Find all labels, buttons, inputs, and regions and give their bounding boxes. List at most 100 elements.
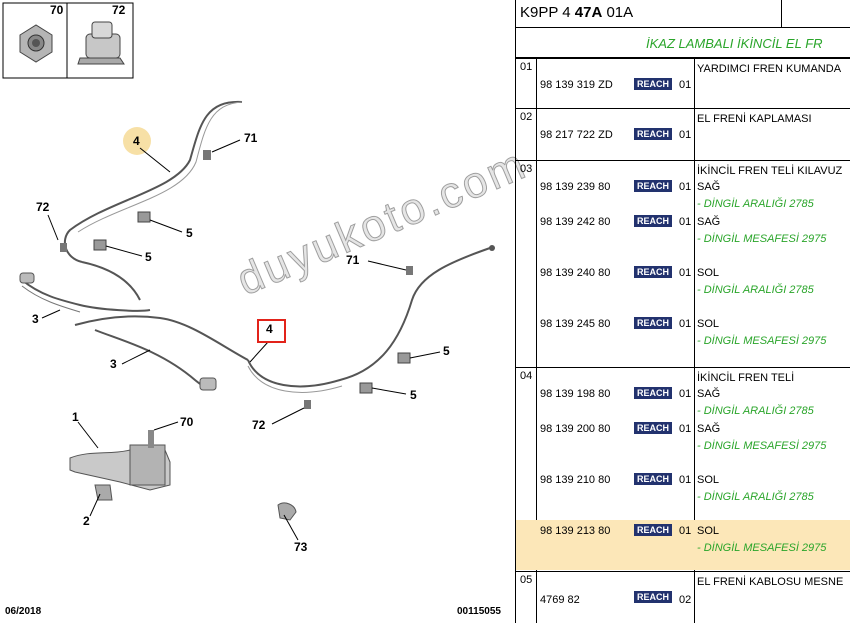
- callout-3-b[interactable]: 3: [110, 357, 117, 371]
- callout-70[interactable]: 70: [180, 415, 194, 429]
- part-number[interactable]: 98 139 242 80: [540, 216, 611, 228]
- part-variant: - DİNGİL MESAFESİ 2975: [697, 233, 827, 245]
- reach-badge: REACH: [634, 422, 672, 434]
- reach-badge: REACH: [634, 266, 672, 278]
- part-qty: 01: [679, 216, 692, 228]
- part-qty: 01: [679, 525, 692, 537]
- col-divider-1: [536, 57, 537, 623]
- thumb-70-label: 70: [50, 3, 64, 17]
- group-number: 01: [520, 61, 533, 73]
- part-number[interactable]: 4769 82: [540, 594, 580, 606]
- cable-left: [63, 100, 243, 263]
- part-qty: 01: [679, 388, 692, 400]
- handbrake-lever-icon: [69, 430, 171, 501]
- col-divider-2: [694, 57, 695, 623]
- reach-badge: REACH: [634, 78, 672, 90]
- group-number: 03: [520, 163, 533, 175]
- callout-4-selected[interactable]: 4: [266, 322, 273, 336]
- callout-73[interactable]: 73: [294, 540, 308, 554]
- part-number[interactable]: 98 139 210 80: [540, 474, 611, 486]
- reach-badge: REACH: [634, 180, 672, 192]
- part-number[interactable]: 98 139 245 80: [540, 318, 611, 330]
- part-number[interactable]: 98 217 722 ZD: [540, 129, 613, 141]
- group-desc: İKİNCİL FREN TELİ: [697, 372, 795, 384]
- header-separator: [781, 0, 782, 27]
- callout-5-c[interactable]: 5: [443, 344, 450, 358]
- part-number[interactable]: 98 139 319 ZD: [540, 79, 613, 91]
- part-variant: - DİNGİL ARALIĞI 2785: [697, 198, 814, 210]
- thumb-72-label: 72: [112, 3, 126, 17]
- reach-badge: REACH: [634, 317, 672, 329]
- part-qty: 02: [679, 594, 692, 606]
- callout-3-a[interactable]: 3: [32, 312, 39, 326]
- callout-72-bottom[interactable]: 72: [252, 418, 266, 432]
- callout-1[interactable]: 1: [72, 410, 79, 424]
- clip-72-icon: [77, 21, 125, 65]
- part-variant: - DİNGİL MESAFESİ 2975: [697, 335, 827, 347]
- callout-5-a[interactable]: 5: [186, 226, 193, 240]
- callout-4-top[interactable]: 4: [133, 134, 140, 148]
- part-qty: 01: [679, 267, 692, 279]
- reach-badge: REACH: [634, 128, 672, 140]
- reach-badge: REACH: [634, 591, 672, 603]
- group-05[interactable]: 05 EL FRENİ KABLOSU MESNE 4769 82 REACH …: [516, 572, 850, 623]
- parts-title-row: İKAZ LAMBALI İKİNCİL EL FR: [516, 28, 850, 59]
- callout-2[interactable]: 2: [83, 514, 90, 528]
- parts-list: K9PP 4 47A 01A İKAZ LAMBALI İKİNCİL EL F…: [515, 0, 850, 623]
- callout-5-b[interactable]: 5: [145, 250, 152, 264]
- group-02[interactable]: 02 EL FRENİ KAPLAMASI 98 217 722 ZD REAC…: [516, 109, 850, 161]
- callout-71-top[interactable]: 71: [244, 131, 258, 145]
- part-number[interactable]: 98 139 239 80: [540, 181, 611, 193]
- part-side: SOL: [697, 525, 720, 537]
- selected-row-highlight: [516, 520, 850, 570]
- part-qty: 01: [679, 129, 692, 141]
- group-number: 04: [520, 370, 533, 382]
- clip-73-icon: [277, 502, 297, 521]
- diagram-reference: 00115055: [457, 606, 501, 617]
- parts-code: K9PP 4 47A 01A: [520, 4, 633, 21]
- part-variant: - DİNGİL MESAFESİ 2975: [697, 542, 827, 554]
- part-qty: 01: [679, 423, 692, 435]
- code-prefix: K9PP 4: [520, 4, 575, 21]
- group-03[interactable]: 03 İKİNCİL FREN TELİ KILAVUZ 98 139 239 …: [516, 161, 850, 368]
- part-number[interactable]: 98 139 240 80: [540, 267, 611, 279]
- part-side: SAĞ: [697, 216, 721, 228]
- callout-71-right[interactable]: 71: [346, 253, 360, 267]
- part-qty: 01: [679, 181, 692, 193]
- part-number[interactable]: 98 139 200 80: [540, 423, 611, 435]
- code-suffix: 01A: [602, 4, 634, 21]
- part-side: SAĞ: [697, 388, 721, 400]
- group-01[interactable]: 01 YARDIMCI FREN KUMANDA 98 139 319 ZD R…: [516, 59, 850, 109]
- callout-5-d[interactable]: 5: [410, 388, 417, 402]
- diagram-date: 06/2018: [5, 606, 42, 617]
- part-variant: - DİNGİL ARALIĞI 2785: [697, 491, 814, 503]
- group-04[interactable]: 04 İKİNCİL FREN TELİ 98 139 198 80 REACH…: [516, 368, 850, 572]
- reach-badge: REACH: [634, 524, 672, 536]
- part-variant: - DİNGİL ARALIĞI 2785: [697, 405, 814, 417]
- parts-header: K9PP 4 47A 01A: [516, 0, 850, 28]
- part-side: SOL: [697, 474, 720, 486]
- part-variant: - DİNGİL MESAFESİ 2975: [697, 440, 827, 452]
- part-side: SAĞ: [697, 423, 721, 435]
- reach-badge: REACH: [634, 473, 672, 485]
- reach-badge: REACH: [634, 387, 672, 399]
- callout-72-left[interactable]: 72: [36, 200, 50, 214]
- part-variant: - DİNGİL ARALIĞI 2785: [697, 284, 814, 296]
- selected-callout-box: [257, 319, 286, 343]
- callout-highlight-circle: [123, 127, 151, 155]
- part-side: SOL: [697, 267, 720, 279]
- part-side: SAĞ: [697, 181, 721, 193]
- reach-badge: REACH: [634, 215, 672, 227]
- part-qty: 01: [679, 474, 692, 486]
- part-qty: 01: [679, 79, 692, 91]
- part-desc: EL FRENİ KAPLAMASI: [697, 113, 812, 125]
- part-qty: 01: [679, 318, 692, 330]
- diagram-drawing: [2, 2, 495, 541]
- group-number: 05: [520, 574, 533, 586]
- part-number-selected[interactable]: 98 139 213 80: [540, 525, 611, 537]
- nut-70-icon: [19, 24, 53, 63]
- part-number[interactable]: 98 139 198 80: [540, 388, 611, 400]
- part-desc: YARDIMCI FREN KUMANDA: [697, 63, 842, 75]
- cable-right: [247, 247, 491, 388]
- part-desc: EL FRENİ KABLOSU MESNE: [697, 576, 844, 588]
